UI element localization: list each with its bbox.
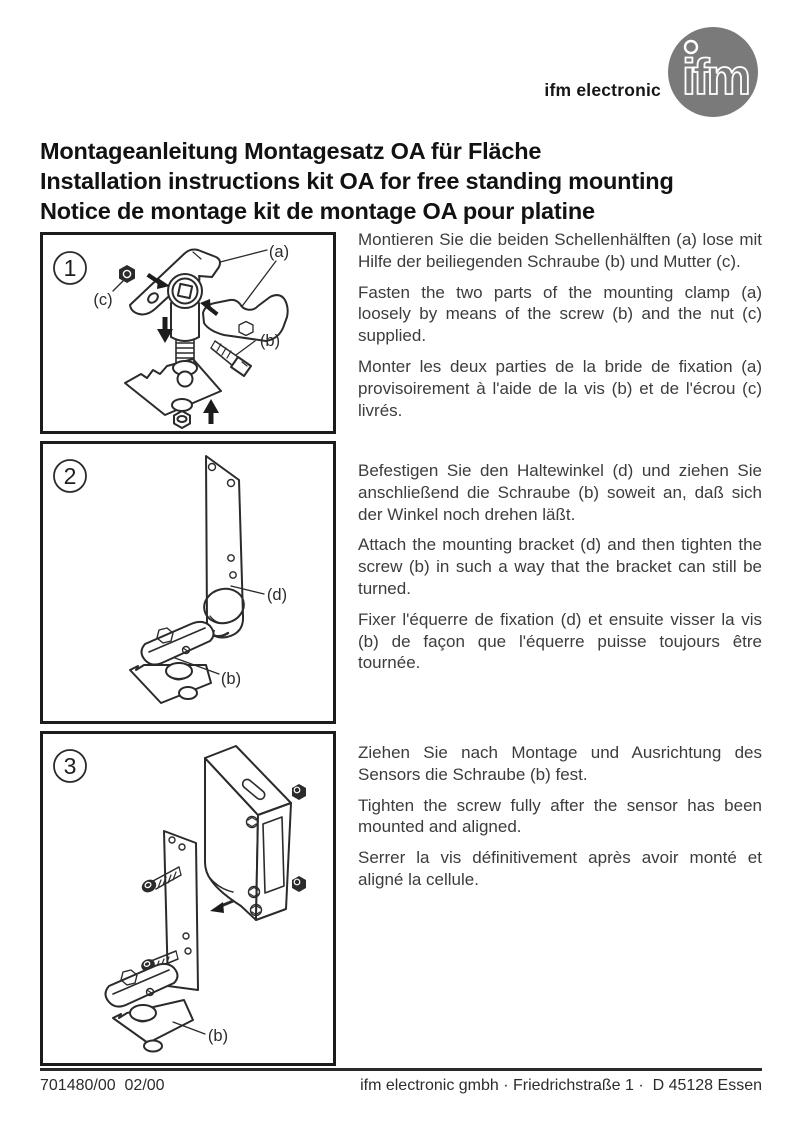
title-line-fr: Notice de montage kit de montage OA pour… — [40, 198, 595, 224]
leader-line-b — [174, 657, 220, 675]
figure-3-label-b: (b) — [208, 1027, 228, 1045]
figure-1-label-c: (c) — [93, 291, 112, 309]
under-plate-ring — [178, 686, 198, 700]
step-1-number-badge — [53, 251, 87, 285]
leader-line-a2 — [239, 260, 277, 310]
ifm-logo-icon: ifm — [668, 27, 758, 117]
figure-2-label-d: (d) — [267, 586, 287, 604]
step-3-number: 3 — [64, 753, 77, 779]
step-1-text-fr: Monter les deux parties de la bride de f… — [358, 356, 762, 420]
step-3-text-fr: Serrer la vis définitivement après avoir… — [358, 848, 762, 889]
step-2-text-de: Befestigen Sie den Haltewinkel (d) und z… — [358, 461, 762, 524]
figure-step-3: 3 (b) — [40, 731, 336, 1066]
leader-line-b — [235, 340, 256, 356]
footer-rule — [40, 1068, 762, 1071]
footer-company-address: ifm electronic gmbh · Friedrichstraße 1 … — [360, 1077, 762, 1094]
mounting-bracket-drawing — [203, 455, 245, 639]
threaded-rod-drawing — [175, 338, 195, 366]
figure-1-drawing: 1 (a) (c) (b) — [53, 243, 289, 429]
nut-drawing — [119, 265, 135, 283]
figure-2-drawing: 2 (d) (b) — [53, 455, 287, 704]
upper-screw-drawing — [141, 866, 182, 893]
step-1-text-de: Montieren Sie die beiden Schellenhälften… — [358, 230, 762, 271]
ifm-logo-text: ifm — [682, 49, 749, 105]
figure-3-drawing: 3 (b) — [53, 745, 306, 1053]
step-1-number: 1 — [64, 255, 77, 281]
leader-line-d — [230, 585, 265, 595]
floating-nuts-drawing — [292, 784, 306, 892]
assembly-arrows — [146, 273, 219, 424]
leader-line-c — [112, 279, 125, 292]
step-2-number-badge — [53, 459, 87, 493]
base-plate-drawing — [112, 999, 194, 1044]
under-plate-parts-drawing — [171, 398, 193, 429]
document-title: Montageanleitung Montagesatz OA für Fläc… — [40, 136, 766, 226]
step-3-text-de: Ziehen Sie nach Montage und Ausrichtung … — [358, 743, 762, 784]
screw-b-drawing — [210, 340, 252, 377]
step-3-number-badge — [53, 749, 87, 783]
sensor-body-drawing — [204, 745, 292, 921]
step-2-text-fr: Fixer l'équerre de fixation (d) et ensui… — [358, 609, 762, 673]
under-plate-ring — [143, 1039, 163, 1053]
step-1-text-en: Fasten the two parts of the mounting cla… — [358, 282, 762, 346]
clamp-lower-half-drawing — [202, 294, 289, 342]
base-plate-drawing — [124, 358, 222, 416]
step-3-text: Ziehen Sie nach Montage und Ausrichtung … — [358, 742, 762, 900]
step-3-text-en: Tighten the screw fully after the sensor… — [358, 795, 762, 837]
figure-step-2: 2 (d) (b) — [40, 441, 336, 724]
figure-1-label-b: (b) — [260, 332, 280, 350]
step-2-text-en: Attach the mounting bracket (d) and then… — [358, 535, 762, 598]
washer-ball-drawing — [172, 360, 198, 388]
step-2-text: Befestigen Sie den Haltewinkel (d) und z… — [358, 460, 762, 683]
figure-step-1: 1 (a) (c) (b) — [40, 232, 336, 434]
step-2-number: 2 — [64, 463, 77, 489]
footer-doc-number: 701480/00 02/00 — [40, 1077, 165, 1094]
figure-2-label-b: (b) — [221, 670, 241, 688]
footer: 701480/00 02/00 ifm electronic gmbh · Fr… — [40, 1077, 762, 1095]
title-line-de: Montageanleitung Montagesatz OA für Fläc… — [40, 138, 542, 164]
push-arrow — [210, 899, 235, 913]
clamp-assembly-drawing — [104, 962, 179, 1023]
step-1-text: Montieren Sie die beiden Schellenhälften… — [358, 229, 762, 430]
leader-line-b — [172, 1021, 206, 1035]
socket-screw-drawing — [167, 273, 203, 342]
brand-text: ifm electronic — [544, 80, 661, 100]
title-line-en: Installation instructions kit OA for fre… — [40, 168, 674, 194]
figure-1-label-a: (a) — [269, 243, 289, 261]
clamp-assembly-drawing — [140, 620, 215, 681]
